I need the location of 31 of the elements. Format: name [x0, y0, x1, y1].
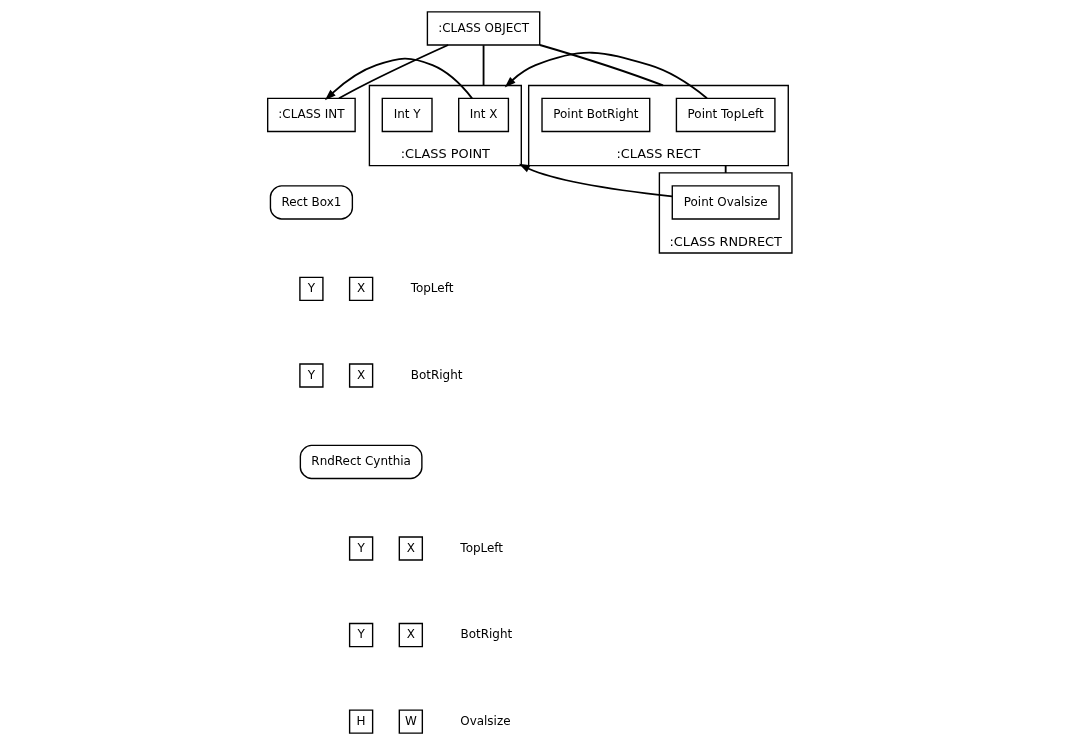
node-box: Y: [348, 622, 374, 648]
arrow: [504, 51, 708, 100]
connector: [338, 44, 450, 100]
arrow: [518, 163, 674, 198]
node-label: TopLeft: [460, 540, 504, 555]
node-box: X: [398, 536, 424, 561]
node-box: Y: [299, 363, 324, 388]
node-box: Point BotRight: [541, 97, 651, 133]
connector: [482, 44, 485, 87]
node-label: BotRight: [410, 367, 463, 382]
node-box: :CLASS INT: [267, 97, 356, 133]
node-box: :CLASS OBJECT: [426, 11, 541, 46]
node-box: Int Y: [381, 97, 433, 133]
node-box: X: [398, 622, 424, 648]
node-label: TopLeft: [410, 281, 454, 296]
node-box: Y: [348, 536, 374, 561]
node-box: Point TopLeft: [675, 97, 776, 133]
connector: [724, 164, 727, 174]
node-box: H: [348, 709, 374, 734]
node-label: Ovalsize: [460, 713, 511, 728]
connector: [539, 44, 664, 87]
node-box: Rect Box1: [269, 185, 354, 220]
node-box: X: [348, 276, 374, 302]
node-box: X: [348, 363, 374, 388]
node-box: Int X: [458, 97, 510, 133]
node-box: Y: [299, 276, 324, 302]
arrow: [324, 57, 473, 101]
node-box: Point Ovalsize: [671, 185, 780, 220]
node-box: RndRect Cynthia: [299, 444, 423, 480]
node-box: W: [398, 709, 424, 734]
node-label: BotRight: [460, 627, 513, 642]
